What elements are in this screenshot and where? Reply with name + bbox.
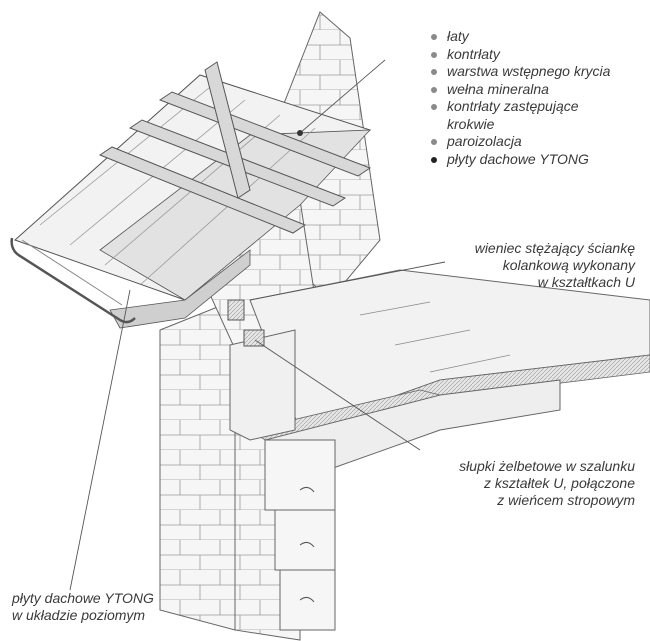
legend-item: wełna mineralna bbox=[430, 81, 622, 99]
callout-ring-beam: wieniec stężający ściankę kolankową wyko… bbox=[474, 240, 635, 290]
ring-beam-rebar bbox=[227, 299, 245, 321]
layers-legend: łaty kontrłaty warstwa wstępnego krycia … bbox=[430, 28, 622, 168]
leader-lines bbox=[69, 59, 446, 591]
bullet-icon bbox=[431, 51, 437, 58]
marker-dot bbox=[297, 130, 303, 136]
callout-posts: słupki żelbetowe w szalunku z kształtek … bbox=[459, 458, 635, 508]
lower-block-3 bbox=[279, 569, 336, 631]
legend-item: warstwa wstępnego krycia bbox=[430, 63, 622, 81]
roof-vapour-edge bbox=[109, 249, 251, 329]
post-rebar bbox=[243, 329, 265, 347]
gutter bbox=[10, 237, 136, 324]
bullet-icon bbox=[431, 156, 437, 163]
post-block bbox=[229, 329, 296, 441]
legend-item: paroizolacja bbox=[430, 133, 622, 151]
legend-item: płyty dachowe YTONG bbox=[430, 151, 622, 169]
bullet-icon bbox=[431, 139, 437, 145]
lower-block-2 bbox=[274, 509, 336, 571]
battens bbox=[98, 61, 372, 234]
callout-roof-slabs: płyty dachowe YTONG w układzie poziomym bbox=[12, 590, 154, 623]
bullet-icon bbox=[431, 69, 437, 75]
bullet-icon bbox=[431, 34, 437, 40]
legend-item: łaty bbox=[430, 28, 622, 46]
legend-item: kontrłaty zastępujące krokwie bbox=[430, 98, 622, 133]
bullet-icon bbox=[431, 104, 437, 110]
lower-block-1 bbox=[264, 439, 336, 511]
bullet-icon bbox=[431, 86, 437, 93]
main-wall-front bbox=[159, 299, 236, 631]
legend-item: kontrłaty bbox=[430, 46, 622, 64]
